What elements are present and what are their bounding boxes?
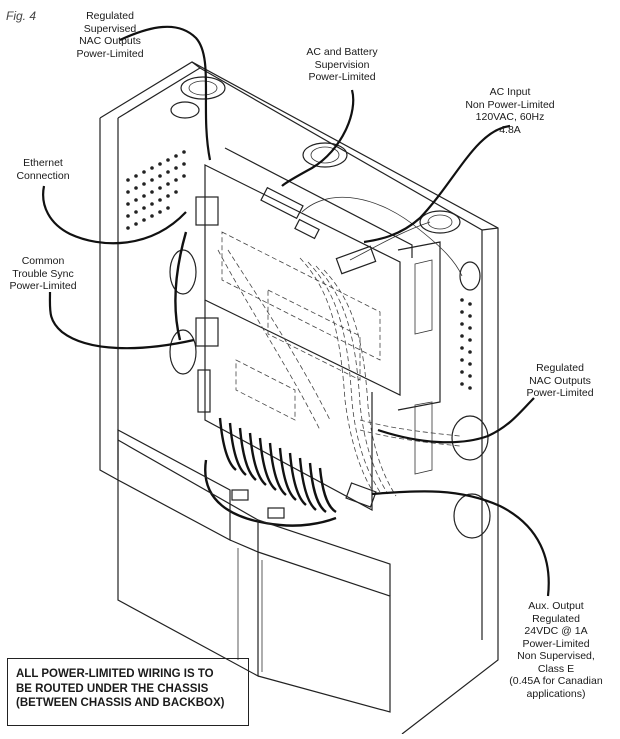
callout-line: Ethernet: [23, 157, 63, 169]
enclosure-box: [99, 61, 499, 735]
callout-line: NAC Outputs: [529, 374, 591, 387]
callout-ac-battery-supervision: AC and Battery Supervision Power-Limited: [297, 46, 387, 84]
connectors: [195, 186, 377, 508]
figure-label: Fig. 4: [6, 9, 37, 23]
callout-line: (0.45A for Canadian: [509, 675, 603, 687]
callout-ethernet: Ethernet Connection: [5, 157, 81, 182]
callout-line: 120VAC, 60Hz: [475, 111, 545, 123]
callout-line: applications): [526, 687, 586, 700]
callout-line: Supervision: [314, 58, 370, 71]
callout-line: NAC Outputs: [79, 35, 141, 47]
chassis-board: [204, 147, 441, 512]
batteries: [117, 428, 391, 713]
terminal-wires: [174, 196, 463, 527]
callout-line: Non Supervised,: [517, 650, 595, 662]
callout-line: Trouble Sync: [12, 267, 74, 280]
leader-arrows: [42, 25, 550, 597]
note-line: ALL POWER-LIMITED WIRING IS TO: [16, 668, 214, 680]
callout-line: Power-Limited: [308, 71, 376, 83]
vent-holes-left: [126, 150, 186, 230]
callout-line: Power-Limited: [76, 47, 144, 60]
callout-line: AC and Battery: [306, 46, 378, 58]
note-line: (BETWEEN CHASSIS AND BACKBOX): [16, 697, 225, 709]
callout-line: Regulated: [532, 612, 580, 625]
callout-line: 24VDC @ 1A: [524, 625, 588, 637]
callout-line: Aux. Output: [528, 600, 584, 612]
callout-regulated-nac-outputs: Regulated NAC Outputs Power-Limited: [515, 362, 605, 400]
callout-line: Common: [21, 255, 65, 267]
callout-line: Power-Limited: [9, 280, 77, 292]
callout-line: Non Power-Limited: [465, 98, 555, 111]
callout-line: AC Input: [489, 86, 531, 98]
internal-wiring: [217, 249, 461, 497]
callout-line: Connection: [16, 169, 70, 182]
power-limited-wiring-note: ALL POWER-LIMITED WIRING IS TO BE ROUTED…: [7, 658, 249, 726]
callout-line: Power-Limited: [526, 387, 594, 399]
callout-line: Power-Limited: [522, 637, 590, 650]
callout-aux-output: Aux. Output Regulated 24VDC @ 1A Power-L…: [500, 600, 612, 700]
callout-line: Regulated: [536, 362, 584, 374]
callout-regulated-supervised-nac: Regulated Supervised NAC Outputs Power-L…: [65, 10, 155, 60]
callout-ac-input: AC Input Non Power-Limited 120VAC, 60Hz …: [455, 86, 565, 136]
note-line: BE ROUTED UNDER THE CHASSIS: [16, 682, 209, 695]
callout-line: Class E: [537, 662, 575, 675]
callout-common-trouble-sync: Common Trouble Sync Power-Limited: [3, 255, 83, 293]
vent-holes-right: [460, 298, 472, 390]
callout-line: 4.8A: [499, 123, 521, 136]
callout-line: Supervised: [83, 22, 137, 35]
knockouts: [169, 76, 491, 539]
callout-line: Regulated: [86, 10, 134, 22]
